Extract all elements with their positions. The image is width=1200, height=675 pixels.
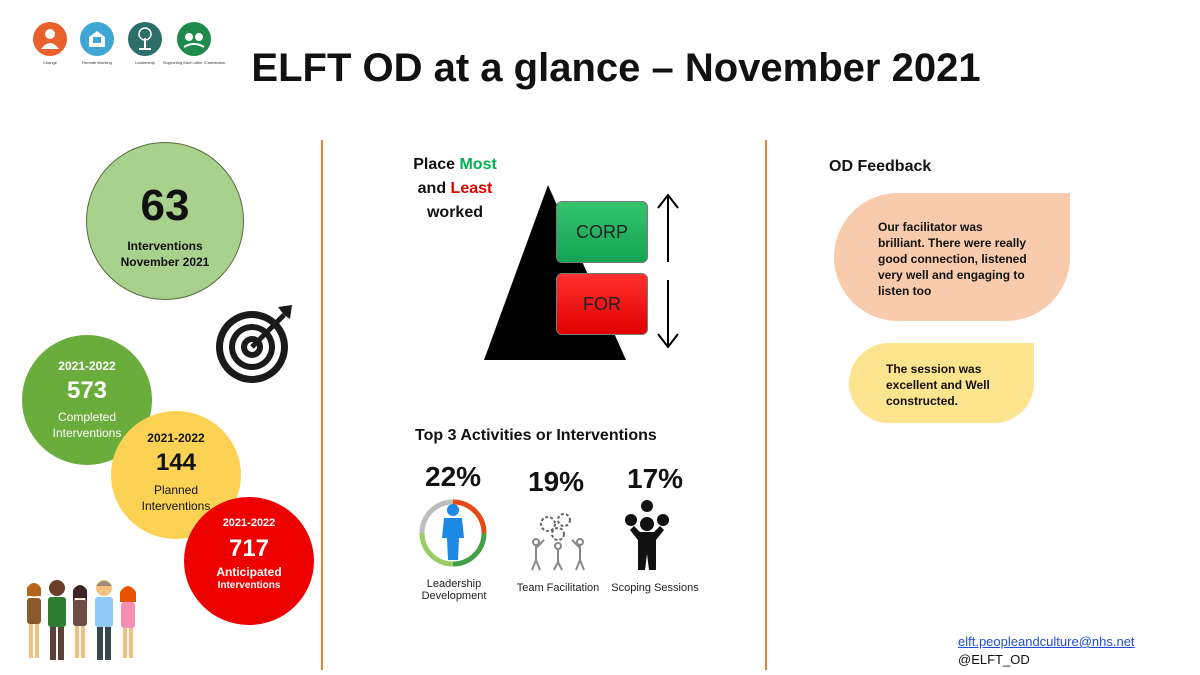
divider-left bbox=[321, 140, 323, 670]
page-title: ELFT OD at a glance – November 2021 bbox=[251, 46, 981, 90]
supporting-connection-label: Supporting Each other /Connection bbox=[162, 60, 226, 65]
top-activities-title: Top 3 Activities or Interventions bbox=[415, 427, 657, 444]
feedback-text-1: Our facilitator was brilliant. There wer… bbox=[878, 220, 1027, 298]
leadership-development-icon bbox=[414, 496, 492, 570]
feedback-bubble-1: Our facilitator was brilliant. There wer… bbox=[834, 193, 1070, 321]
monthly-interventions-label: Interventions bbox=[127, 239, 203, 253]
target-icon bbox=[212, 303, 296, 385]
feedback-text-2: The session was excellent and Well const… bbox=[886, 362, 990, 408]
activity-3-percent: 17% bbox=[627, 463, 684, 494]
remote-working-label: Remote Working bbox=[82, 60, 112, 65]
feedback-title: OD Feedback bbox=[829, 158, 932, 175]
planned-label-2: Interventions bbox=[141, 499, 211, 513]
change-icon bbox=[33, 22, 67, 56]
anticipated-interventions-circle: 2021-2022 717 Anticipated Interventions bbox=[184, 497, 314, 625]
activity-2-label: Team Facilitation bbox=[516, 582, 600, 594]
place-word: Place bbox=[413, 156, 456, 173]
anticipated-year: 2021-2022 bbox=[222, 517, 276, 529]
completed-label: Completed bbox=[57, 410, 117, 424]
least-word: Least bbox=[450, 180, 493, 197]
contact-email-link[interactable]: elft.peopleandculture@nhs.net bbox=[958, 634, 1135, 649]
people-illustration bbox=[24, 578, 142, 662]
activity-1-label-line2: Development bbox=[421, 590, 487, 602]
remote-working-icon bbox=[80, 22, 114, 56]
and-word: and bbox=[417, 180, 447, 197]
planned-value: 144 bbox=[155, 449, 197, 476]
most-worked-place-box: CORP bbox=[556, 201, 648, 263]
monthly-interventions-value: 63 bbox=[140, 181, 190, 230]
monthly-interventions-period: November 2021 bbox=[120, 255, 210, 269]
activity-1-label-line1: Leadership bbox=[426, 578, 482, 590]
feedback-bubble-2: The session was excellent and Well const… bbox=[849, 343, 1034, 423]
change-label: Change bbox=[42, 60, 58, 65]
activity-1-label: Leadership Development bbox=[404, 578, 504, 602]
leadership-icon bbox=[128, 22, 162, 56]
most-word: Most bbox=[459, 156, 497, 173]
completed-value: 573 bbox=[66, 377, 108, 404]
completed-year: 2021-2022 bbox=[58, 359, 116, 373]
activity-2-percent: 19% bbox=[528, 466, 585, 497]
planned-year: 2021-2022 bbox=[147, 431, 205, 445]
supporting-connection-icon bbox=[177, 22, 211, 56]
leadership-label: Leadership bbox=[135, 60, 155, 65]
divider-right bbox=[765, 140, 767, 670]
up-down-arrows bbox=[656, 192, 680, 352]
anticipated-label: Anticipated bbox=[216, 565, 282, 579]
monthly-interventions-circle: 63 Interventions November 2021 bbox=[86, 142, 244, 300]
activity-1-percent: 22% bbox=[425, 461, 482, 492]
team-facilitation-icon bbox=[526, 512, 590, 572]
anticipated-label-2: Interventions bbox=[217, 580, 281, 591]
worked-word: worked bbox=[426, 204, 483, 221]
place-most-least-heading: Place Most and Least worked bbox=[405, 153, 505, 225]
twitter-handle: @ELFT_OD bbox=[958, 652, 1030, 667]
activity-3-label: Scoping Sessions bbox=[611, 582, 699, 594]
least-worked-place-box: FOR bbox=[556, 273, 648, 335]
completed-label-2: Interventions bbox=[52, 426, 122, 440]
scoping-sessions-icon bbox=[624, 500, 670, 572]
anticipated-value: 717 bbox=[228, 535, 270, 562]
planned-label: Planned bbox=[153, 483, 199, 497]
